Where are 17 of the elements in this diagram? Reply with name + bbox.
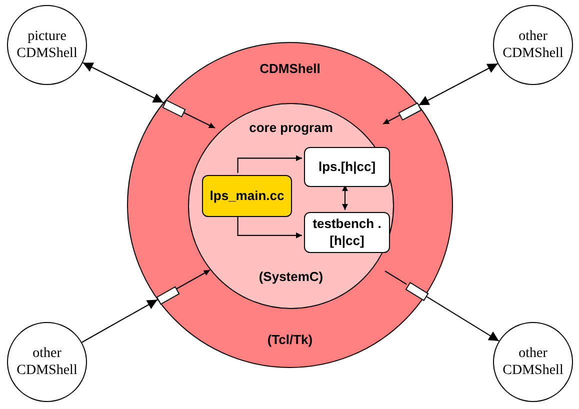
arrow xyxy=(342,185,348,210)
arrow xyxy=(182,112,216,128)
circle-title: CDMShell xyxy=(258,60,322,78)
arrow xyxy=(382,114,400,124)
arrow xyxy=(418,63,498,106)
file-box: lps.[h|cc] xyxy=(304,147,390,187)
circle-subtitle: (SystemC) xyxy=(258,268,324,286)
circle-title: core program xyxy=(248,119,334,137)
arrow xyxy=(82,299,158,343)
arrow xyxy=(237,215,302,238)
arrow xyxy=(425,295,500,342)
circle-subtitle: (Tcl/Tk) xyxy=(266,330,314,349)
arrow xyxy=(82,62,164,103)
arrow xyxy=(176,270,210,290)
file-box: testbench .[h|cc] xyxy=(304,212,390,253)
arrow xyxy=(237,155,302,173)
file-box: lps_main.cc xyxy=(202,175,292,217)
